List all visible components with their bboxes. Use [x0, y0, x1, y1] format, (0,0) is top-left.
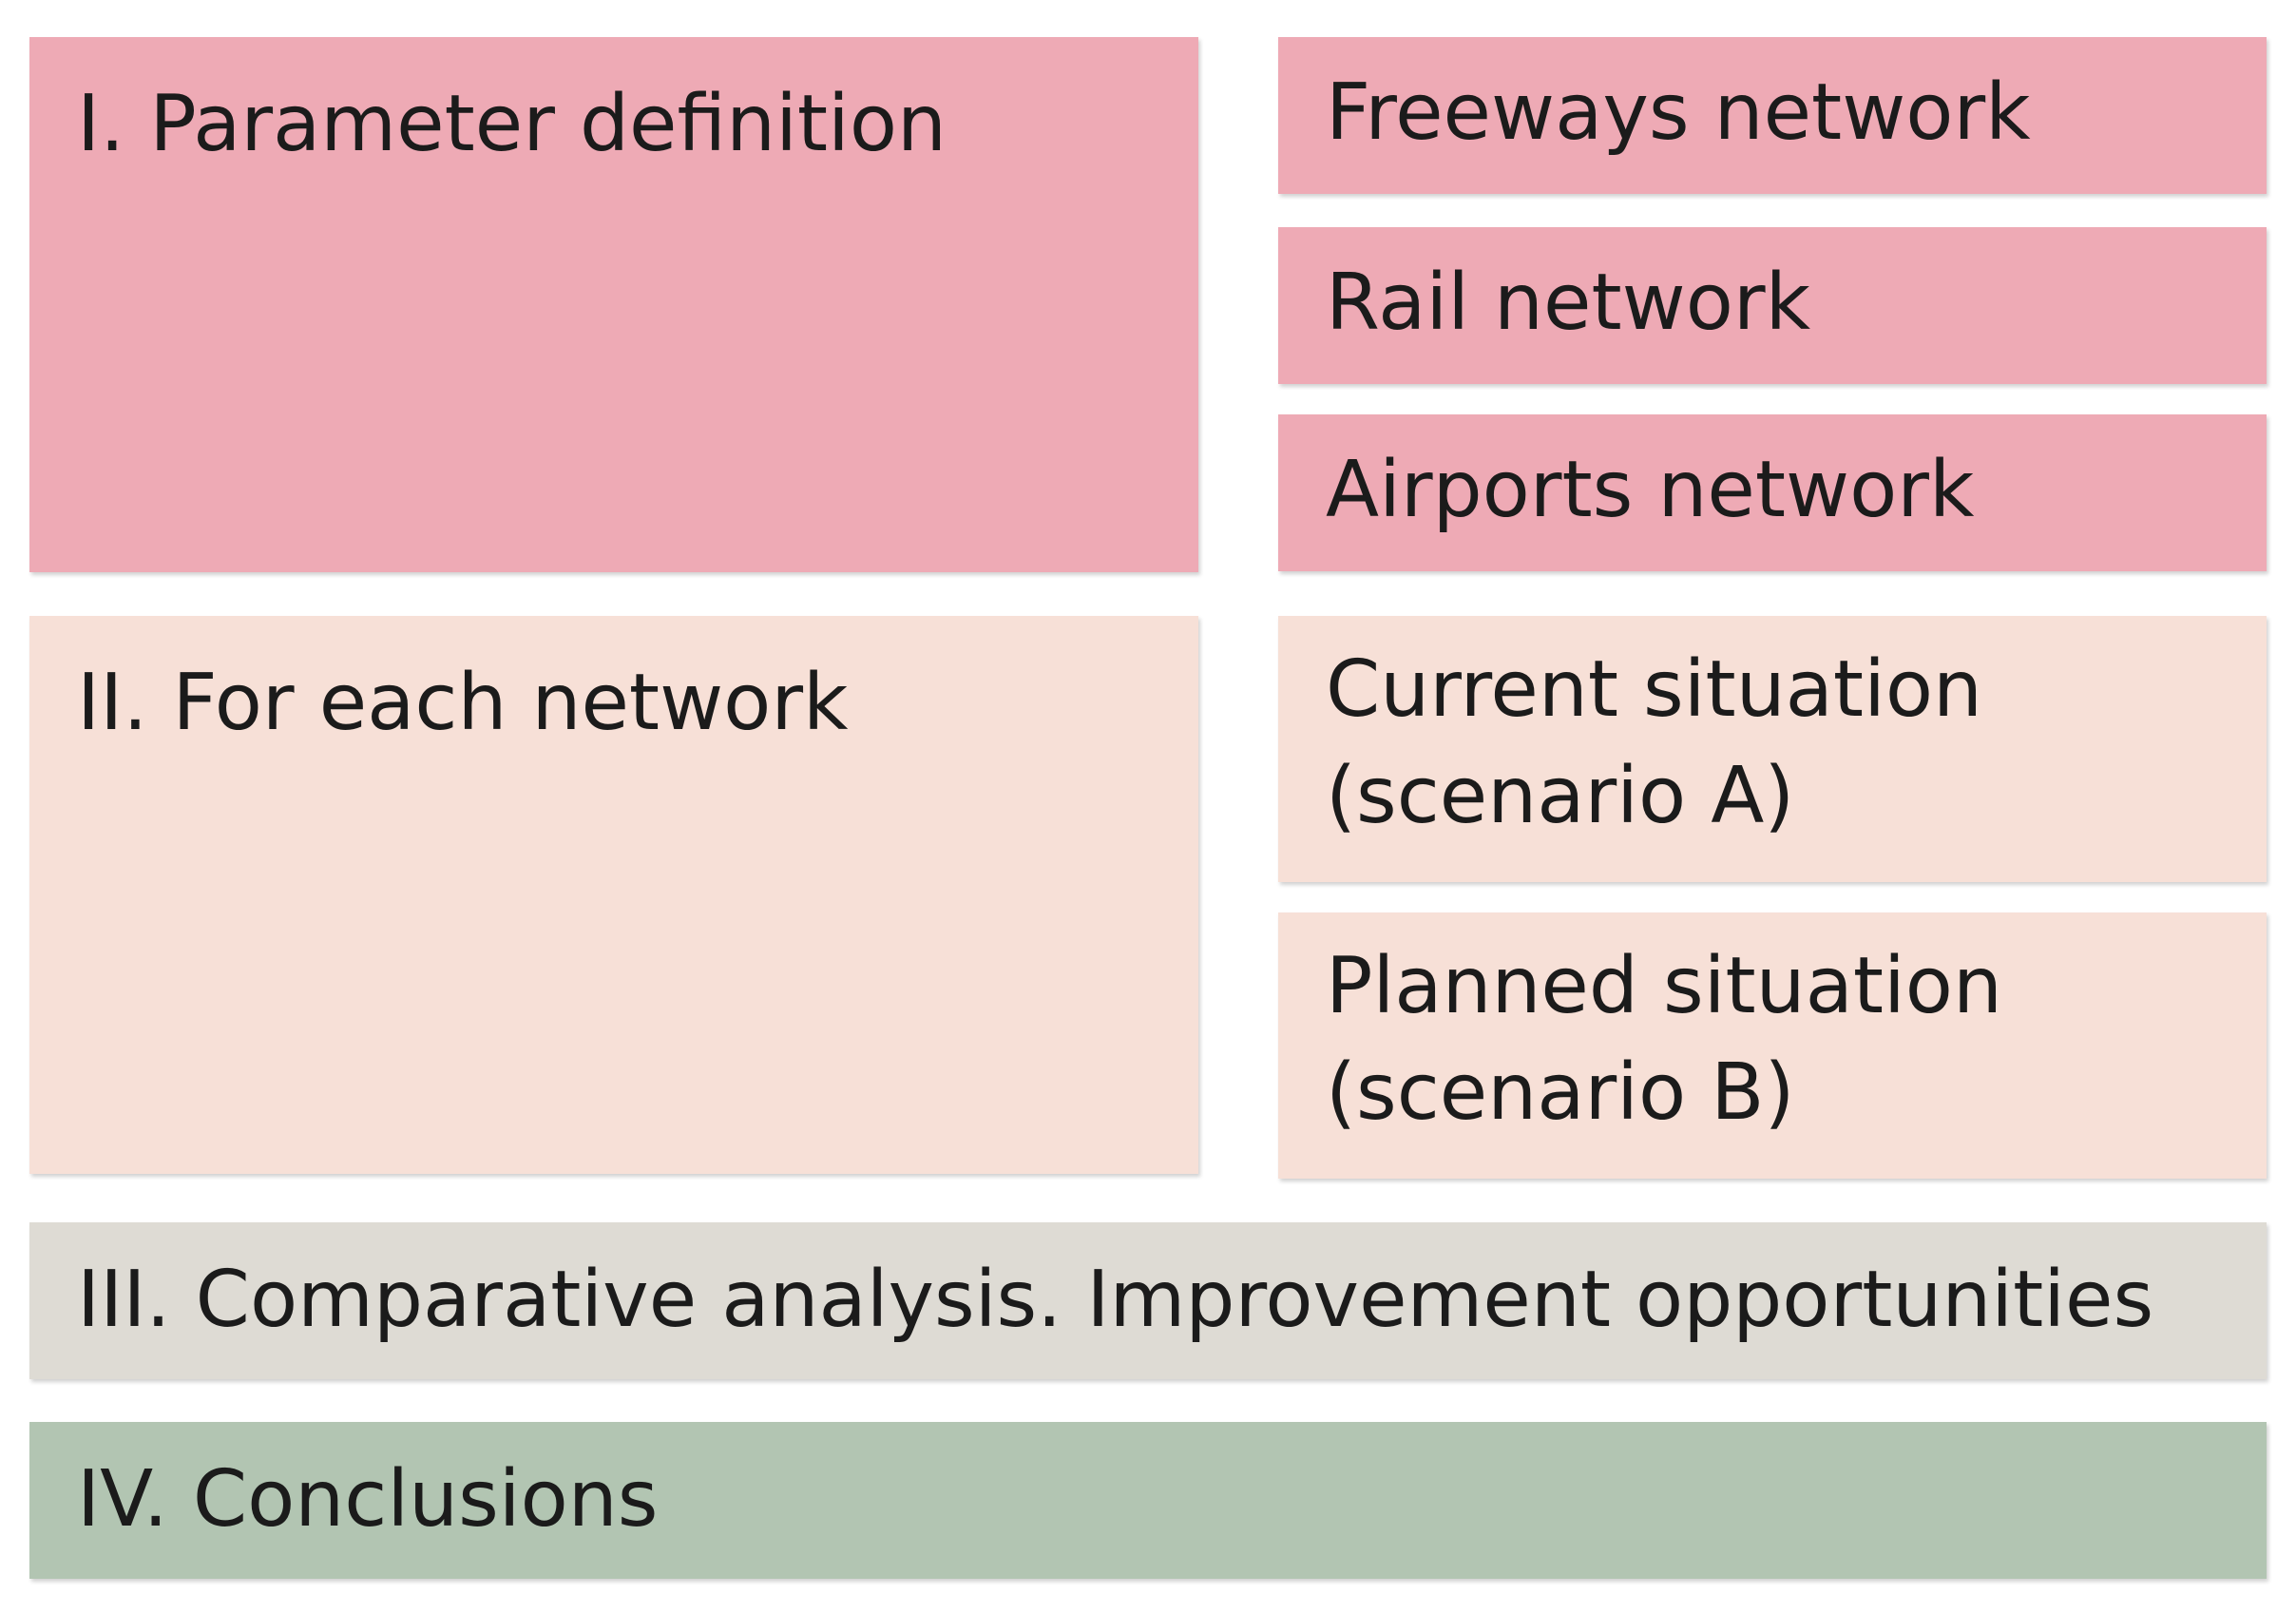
network-freeways-label: Freeways network — [1326, 67, 2031, 158]
step-comparative-analysis: III. Comparative analysis. Improvement o… — [29, 1222, 2267, 1379]
step-conclusions: IV. Conclusions — [29, 1422, 2267, 1579]
network-rail: Rail network — [1278, 227, 2267, 384]
scenario-planned: Planned situation (scenario B) — [1278, 912, 2267, 1179]
step-parameter-definition-label: I. Parameter definition — [77, 79, 947, 169]
network-freeways: Freeways network — [1278, 37, 2267, 194]
network-airports-label: Airports network — [1326, 445, 1975, 535]
step-for-each-network: II. For each network — [29, 616, 1198, 1174]
scenario-current-label: Current situation (scenario A) — [1326, 644, 1982, 841]
step-comparative-analysis-label: III. Comparative analysis. Improvement o… — [77, 1255, 2154, 1345]
network-airports: Airports network — [1278, 414, 2267, 571]
step-conclusions-label: IV. Conclusions — [77, 1454, 659, 1545]
network-rail-label: Rail network — [1326, 258, 1811, 348]
step-parameter-definition: I. Parameter definition — [29, 37, 1198, 572]
scenario-current: Current situation (scenario A) — [1278, 616, 2267, 882]
scenario-planned-label: Planned situation (scenario B) — [1326, 941, 2002, 1138]
step-for-each-network-label: II. For each network — [77, 658, 849, 748]
